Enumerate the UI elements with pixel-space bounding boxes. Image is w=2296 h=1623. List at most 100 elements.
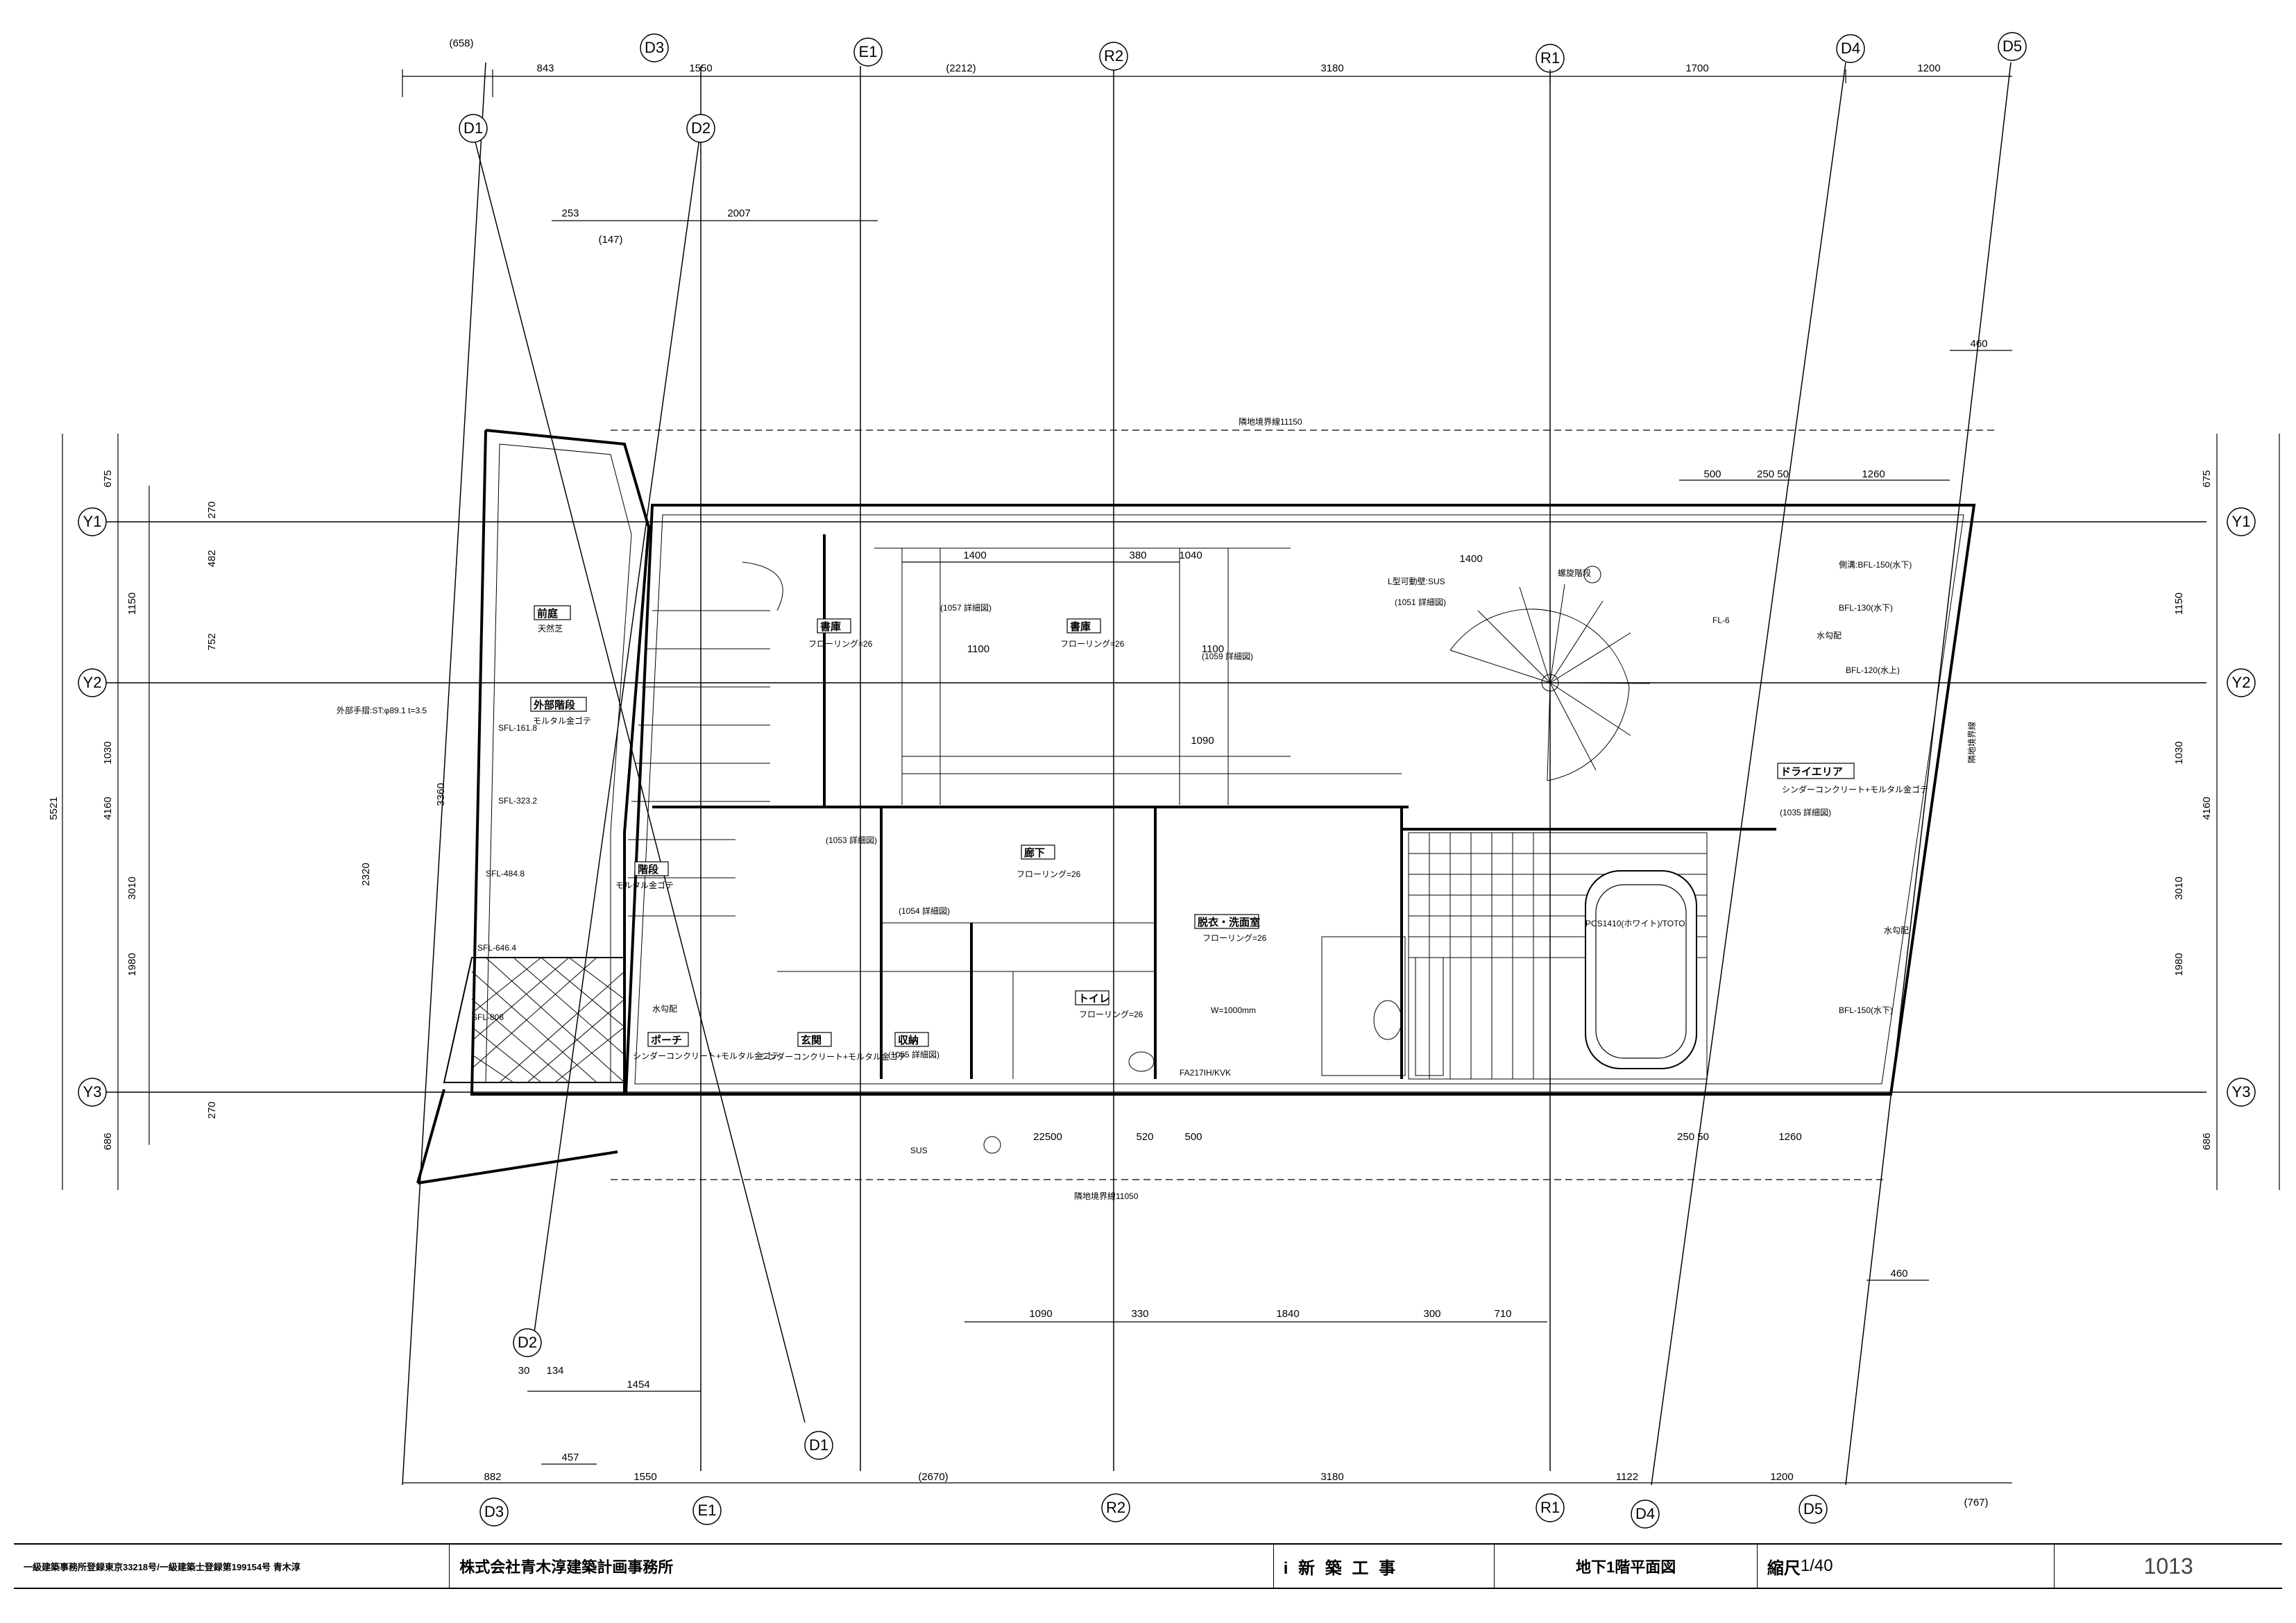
callout-note: (1053 詳細図) [826,835,877,845]
room-name: トイレ [1078,993,1109,1005]
dim-label: 882 [484,1471,501,1483]
level-note: SFL-646.4 [477,943,516,953]
registration-text: 一級建築事務所登録東京33218号/一級建築士登録第199154号 青木淳 [14,1545,450,1588]
dim-label: 300 [1423,1308,1440,1320]
fixture-note: FA217IH/KVK [1180,1068,1231,1078]
callout-note: (1059 詳細図) [1202,651,1253,661]
scale-label: 縮尺 [1767,1558,1801,1578]
room-finish: モルタル金ゴテ [533,715,591,726]
dim-label: 675 [2201,470,2213,487]
building-outline [416,429,1998,1184]
dim-label: 843 [536,62,554,74]
room-name: 前庭 [537,607,559,620]
level-note: SFL-484.8 [486,869,525,878]
dim-label: 1030 [2173,741,2185,764]
dim-label: 4160 [102,797,114,819]
dim-label: 134 [546,1365,563,1377]
room-name: 玄関 [801,1034,822,1046]
dim-label: 1150 [2173,593,2185,615]
dim-label: (147) [598,234,622,246]
dim-label: 1100 [967,643,989,655]
dim-label: 1122 [1616,1471,1638,1483]
boundary-note: 隣地境界線11150 [1239,416,1302,427]
callout-note: (1035 詳細図) [1780,807,1831,817]
grid-label: R2 [1106,1499,1125,1516]
dim-label: 1980 [126,953,138,976]
row-label: Y1 [83,513,102,530]
dim-label: 250 50 [1677,1131,1709,1143]
level-note: SFL-808 [472,1012,504,1022]
callout-note: 螺旋階段 [1558,568,1591,578]
dim-label: 3360 [435,783,447,806]
dim-label: 253 [561,207,579,219]
callout-note: (1057 詳細図) [940,602,992,613]
dim-label: 1840 [1276,1308,1299,1320]
callout-note: L型可動壁:SUS [1388,576,1445,586]
dim-label: 330 [1131,1308,1148,1320]
room-finish: 天然芝 [538,623,563,634]
level-note: BFL-130(水下) [1839,603,1893,613]
callout-note: (1054 詳細図) [899,906,950,916]
room-name: ポーチ [651,1034,682,1046]
fixture-note: W=1000mm [1211,1005,1256,1015]
room-labels: 前庭 天然芝 外部階段 モルタル金ゴテ 階段 モルタル金ゴテ 書庫 フローリング… [530,605,1928,1062]
room-name: 水勾配 [1884,926,1909,935]
grid-label: D5 [2002,37,2022,55]
grid-bubbles-top: D3 E1 R2 R1 D4 D5 D1 D2 [459,32,2027,143]
room-finish: シンダーコンクリート+モルタル金ゴテ [1782,784,1928,794]
grid-label: R1 [1540,1499,1560,1516]
room-name: 収納 [898,1034,919,1046]
porch-hatch [443,957,625,1083]
row-label: Y3 [2232,1083,2251,1101]
bath-tile-grid [1408,832,1708,1080]
grid-label: D2 [518,1334,537,1351]
room-name: 水勾配 [652,1004,677,1014]
dim-label: 3180 [1320,62,1343,74]
grid-label: D1 [809,1436,828,1454]
dimension-lines-left: 675 270 1150 482 752 1030 4160 5521 3010… [48,434,447,1190]
room-name: 廊下 [1024,847,1045,859]
room-name: 外部階段 [533,699,575,711]
interior-dimensions: 1400 380 1040 1100 1100 1090 1400 460 46… [902,338,2012,1281]
grid-label: D3 [484,1503,504,1520]
row-label: Y1 [2232,513,2251,530]
spiral-stair [1449,566,1651,781]
level-note: BFL-120(水上) [1846,665,1900,675]
dim-label: 1454 [627,1379,649,1391]
dim-label: 380 [1129,550,1146,561]
dim-label: 1150 [126,593,138,615]
grid-bubbles-rows: Y1 Y2 Y3 Y1 Y2 Y3 [78,507,2256,1107]
room-finish: フローリング=26 [808,639,873,649]
grid-label: D1 [464,119,483,137]
title-block: 一級建築事務所登録東京33218号/一級建築士登録第199154号 青木淳 株式… [14,1543,2282,1589]
room-name: ドライエリア [1780,766,1843,778]
dim-label: 457 [561,1452,579,1463]
dim-label: 2007 [727,207,750,219]
row-label: Y2 [2232,674,2251,691]
room-finish: フローリング=26 [1060,639,1125,649]
level-note: BFL-150(水下) [1839,1005,1893,1015]
dim-label: 1260 [1778,1131,1801,1143]
grid-label: D4 [1841,40,1860,57]
dim-label: 250 50 [1757,468,1789,480]
dim-label: 710 [1494,1308,1511,1320]
grid-label: D2 [691,119,711,137]
room-finish: フローリング=26 [1079,1010,1143,1019]
fixture-note: PCS1410(ホワイト)/TOTO [1585,919,1685,928]
dim-label: 1980 [2173,953,2185,976]
dim-label: 1030 [102,741,114,764]
dim-label: 1700 [1685,62,1708,74]
dim-label: 460 [1890,1268,1907,1280]
room-name: 書庫 [820,620,841,633]
room-finish: モルタル金ゴテ [615,880,674,890]
level-note: 側溝:BFL-150(水下) [1839,560,1912,570]
dim-label: 22500 [1033,1131,1062,1143]
dim-label: (2670) [918,1471,948,1483]
room-name: 階段 [638,863,658,876]
room-finish: フローリング=26 [1017,869,1081,879]
boundary-note: 隣地境界線 [1966,722,1977,763]
dimension-lines-top: (658) 843 1550 (2212) 3180 1700 1200 253… [402,37,2012,246]
room-name: 脱衣・洗面室 [1198,916,1260,928]
level-note: SFL-323.2 [498,796,537,806]
dim-label: 675 [102,470,114,487]
